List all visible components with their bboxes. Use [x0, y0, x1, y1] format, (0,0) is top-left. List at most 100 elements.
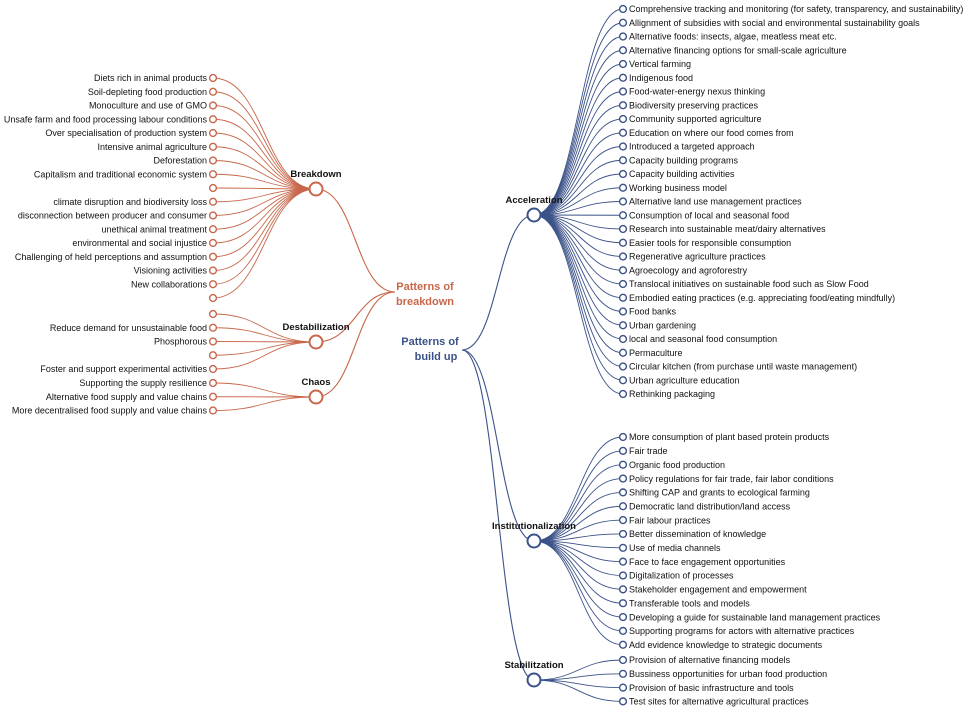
breakdown-leaf-link-breakdown-5 — [213, 147, 316, 189]
breakdown-leaf-node — [210, 212, 217, 219]
breakdown-leaf-label-unethical-animal-treatment: unethical animal treatment — [101, 224, 207, 234]
buildup-leaf-node — [620, 572, 627, 579]
buildup-leaf-label-indigenous-food: Indigenous food — [629, 73, 693, 83]
buildup-leaf-link-institutionalization-4 — [534, 492, 623, 541]
buildup-leaf-node — [620, 349, 627, 356]
buildup-leaf-link-institutionalization-13 — [534, 541, 623, 617]
breakdown-leaf-node — [210, 281, 217, 288]
buildup-leaf-node — [620, 336, 627, 343]
buildup-leaf-node — [620, 33, 627, 40]
breakdown-leaf-node — [210, 185, 217, 192]
buildup-leaf-link-institutionalization-11 — [534, 541, 623, 589]
buildup-leaf-label-supporting-programs-for-actors-with-alte: Supporting programs for actors with alte… — [629, 626, 855, 636]
buildup-leaf-node — [620, 377, 627, 384]
buildup-leaf-label-shifting-cap-and-grants-to-ecological-fa: Shifting CAP and grants to ecological fa… — [629, 488, 810, 498]
buildup-leaf-node — [620, 171, 627, 178]
breakdown-leaf-node — [210, 324, 217, 331]
breakdown-leaf-label-disconnection-between-producer-and-consu: disconnection between producer and consu… — [18, 211, 207, 221]
buildup-leaf-node — [620, 157, 627, 164]
breakdown-group-label-destabilization: Destabilization — [282, 322, 349, 333]
buildup-leaf-label-embodied-eating-practices-e-g-appreciati: Embodied eating practices (e.g. apprecia… — [629, 293, 895, 303]
buildup-leaf-label-digitalization-of-processes: Digitalization of processes — [629, 571, 734, 581]
breakdown-leaf-node — [210, 143, 217, 150]
buildup-leaf-label-regenerative-agriculture-practices: Regenerative agriculture practices — [629, 252, 766, 262]
buildup-group-label-acceleration: Acceleration — [505, 195, 562, 206]
breakdown-leaf-link-destabilization-4 — [213, 342, 316, 369]
buildup-leaf-node — [620, 102, 627, 109]
buildup-leaf-link-stabilitzation-3 — [534, 680, 623, 701]
buildup-leaf-node — [620, 281, 627, 288]
labels-layer: Patterns of breakdown Patterns of build … — [4, 4, 963, 706]
breakdown-group-node-destabilization — [310, 336, 323, 349]
breakdown-group-label-chaos: Chaos — [301, 377, 330, 388]
breakdown-leaf-label-challenging-of-held-perceptions-and-assu: Challenging of held perceptions and assu… — [15, 252, 207, 262]
buildup-leaf-label-policy-regulations-for-fair-trade-fair-l: Policy regulations for fair trade, fair … — [629, 474, 834, 484]
buildup-leaf-node — [620, 308, 627, 315]
breakdown-leaf-node — [210, 75, 217, 82]
buildup-leaf-node — [620, 61, 627, 68]
breakdown-leaf-node — [210, 171, 217, 178]
buildup-leaf-node — [620, 670, 627, 677]
buildup-leaf-label-introduced-a-targeted-approach: Introduced a targeted approach — [629, 142, 755, 152]
buildup-leaf-link-acceleration-23 — [534, 215, 623, 325]
breakdown-leaf-node — [210, 157, 217, 164]
buildup-group-node-stabilitzation — [528, 674, 541, 687]
breakdown-leaf-node — [210, 393, 217, 400]
buildup-leaf-label-alternative-foods-insects-algae-meatless: Alternative foods: insects, algae, meatl… — [629, 32, 837, 42]
buildup-leaf-node — [620, 586, 627, 593]
buildup-leaf-node — [620, 198, 627, 205]
buildup-leaf-label-stakeholder-engagement-and-empowerment: Stakeholder engagement and empowerment — [629, 585, 807, 595]
buildup-leaf-label-food-water-energy-nexus-thinking: Food-water-energy nexus thinking — [629, 87, 765, 97]
buildup-link-stabilitzation — [462, 350, 534, 680]
buildup-leaf-node — [620, 363, 627, 370]
buildup-leaf-label-permaculture: Permaculture — [629, 348, 683, 358]
buildup-leaf-node — [620, 461, 627, 468]
breakdown-leaf-label-over-specialisation-of-production-system: Over specialisation of production system — [45, 128, 207, 138]
buildup-leaf-label-consumption-of-local-and-seasonal-food: Consumption of local and seasonal food — [629, 210, 789, 220]
buildup-leaf-label-organic-food-production: Organic food production — [629, 460, 725, 470]
buildup-leaf-label-community-supported-agriculture: Community supported agriculture — [629, 114, 762, 124]
buildup-leaf-link-acceleration-21 — [534, 215, 623, 298]
breakdown-leaf-node — [210, 352, 217, 359]
buildup-leaf-node — [620, 212, 627, 219]
breakdown-leaf-link-destabilization-3 — [213, 342, 316, 355]
buildup-leaf-node — [620, 322, 627, 329]
buildup-leaf-node — [620, 698, 627, 705]
buildup-link-acceleration — [462, 215, 534, 350]
buildup-leaf-label-biodiversity-preserving-practices: Biodiversity preserving practices — [629, 100, 759, 110]
breakdown-group-node-breakdown — [310, 183, 323, 196]
breakdown-leaf-label-diets-rich-in-animal-products: Diets rich in animal products — [94, 73, 208, 83]
buildup-leaf-label-circular-kitchen-from-purchase-until-was: Circular kitchen (from purchase until wa… — [629, 362, 857, 372]
buildup-leaf-node — [620, 253, 627, 260]
breakdown-leaf-node — [210, 366, 217, 373]
buildup-leaf-link-institutionalization-14 — [534, 541, 623, 631]
breakdown-leaf-link-breakdown-15 — [213, 189, 316, 284]
buildup-leaf-label-comprehensive-tracking-and-monitoring-fo: Comprehensive tracking and monitoring (f… — [629, 4, 963, 14]
buildup-root-title: Patterns of — [401, 336, 459, 348]
buildup-leaf-node — [620, 6, 627, 13]
breakdown-leaf-label-unsafe-farm-and-food-processing-labour-c: Unsafe farm and food processing labour c… — [4, 114, 208, 124]
buildup-leaf-label-research-into-sustainable-meat-dairy-alt: Research into sustainable meat/dairy alt… — [629, 224, 826, 234]
breakdown-leaf-node — [210, 380, 217, 387]
buildup-leaf-node — [620, 600, 627, 607]
breakdown-leaf-node — [210, 240, 217, 247]
buildup-leaf-link-acceleration-1 — [534, 23, 623, 215]
buildup-leaf-label-alternative-land-use-management-practice: Alternative land use management practice… — [629, 197, 802, 207]
buildup-leaf-label-education-on-where-our-food-comes-from: Education on where our food comes from — [629, 128, 794, 138]
buildup-leaf-node — [620, 657, 627, 664]
buildup-leaf-label-alternative-financing-options-for-small-: Alternative financing options for small-… — [629, 45, 847, 55]
breakdown-leaf-node — [210, 295, 217, 302]
buildup-leaf-link-acceleration-0 — [534, 9, 623, 215]
buildup-leaf-label-fair-labour-practices: Fair labour practices — [629, 515, 711, 525]
buildup-group-label-stabilitzation: Stabilitzation — [504, 660, 563, 671]
buildup-leaf-label-working-business-model: Working business model — [629, 183, 727, 193]
breakdown-leaf-label-soil-depleting-food-production: Soil-depleting food production — [88, 87, 207, 97]
buildup-leaf-link-institutionalization-10 — [534, 541, 623, 576]
buildup-leaf-node — [620, 143, 627, 150]
buildup-group-node-acceleration — [528, 209, 541, 222]
breakdown-leaf-node — [210, 338, 217, 345]
breakdown-leaf-label-foster-and-support-experimental-activiti: Foster and support experimental activiti… — [40, 364, 207, 374]
breakdown-leaf-node — [210, 102, 217, 109]
